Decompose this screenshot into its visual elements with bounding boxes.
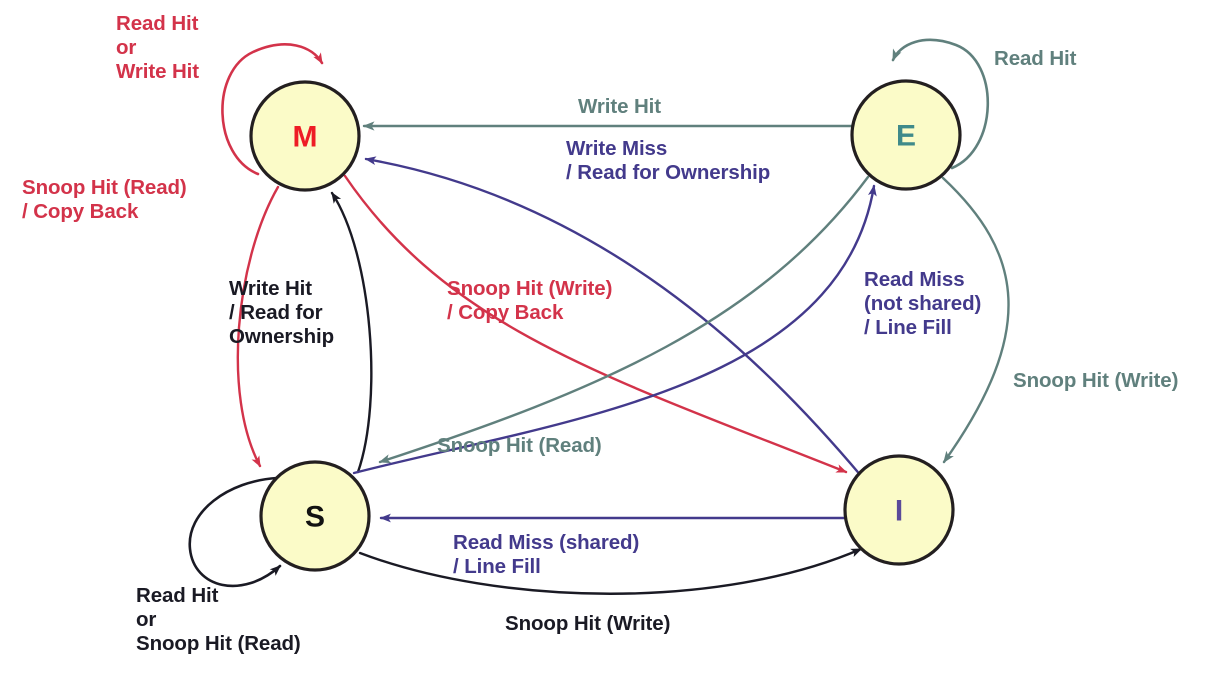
state-node-m[interactable]: M <box>249 80 361 192</box>
transition-label-e-to-s: Snoop Hit (Read) <box>437 434 602 457</box>
state-circle-i <box>843 454 955 566</box>
edge-e-to-i <box>941 176 1010 464</box>
edge-s-self-loop <box>188 476 282 588</box>
edge-m-self-loop <box>221 43 324 176</box>
transition-label-e-self: Read Hit <box>994 47 1077 70</box>
transition-label-m-self: Read Hit or Write Hit <box>116 12 200 84</box>
state-label-i: I <box>895 495 903 528</box>
transition-label-s-to-i: Snoop Hit (Write) <box>505 612 671 635</box>
state-node-i[interactable]: I <box>843 454 955 566</box>
edge-s-to-m <box>330 191 373 474</box>
state-label-m: M <box>293 121 318 154</box>
state-node-e[interactable]: E <box>850 79 962 191</box>
edge-s-to-e <box>352 184 877 475</box>
state-label-s: S <box>305 501 325 534</box>
transition-label-i-to-s: Read Miss (shared) / Line Fill <box>453 531 640 579</box>
state-circle-m <box>249 80 361 192</box>
edge-e-self-loop <box>891 38 990 170</box>
edge-s-to-i <box>358 547 863 595</box>
state-node-s[interactable]: S <box>259 460 371 572</box>
edge-m-to-s <box>236 185 280 468</box>
state-label-e: E <box>896 120 916 153</box>
transition-label-m-to-s: Snoop Hit (Read) / Copy Back <box>22 176 187 224</box>
transition-label-s-self: Read Hit or Snoop Hit (Read) <box>136 584 301 656</box>
edge-m-to-i <box>343 174 848 474</box>
transition-label-e-to-i: Snoop Hit (Write) <box>1013 369 1179 392</box>
transition-label-s-to-e: Read Miss (not shared) / Line Fill <box>864 268 982 340</box>
state-circle-s <box>259 460 371 572</box>
transition-label-s-to-m: Write Hit / Read for Ownership <box>229 277 335 349</box>
transition-label-e-to-m: Write Hit <box>578 95 662 118</box>
state-circle-e <box>850 79 962 191</box>
transition-label-i-to-m: Write Miss / Read for Ownership <box>566 137 771 185</box>
transition-label-m-to-i: Snoop Hit (Write) / Copy Back <box>447 277 613 325</box>
edge-e-to-s <box>378 175 870 464</box>
edge-i-to-m <box>364 156 864 479</box>
